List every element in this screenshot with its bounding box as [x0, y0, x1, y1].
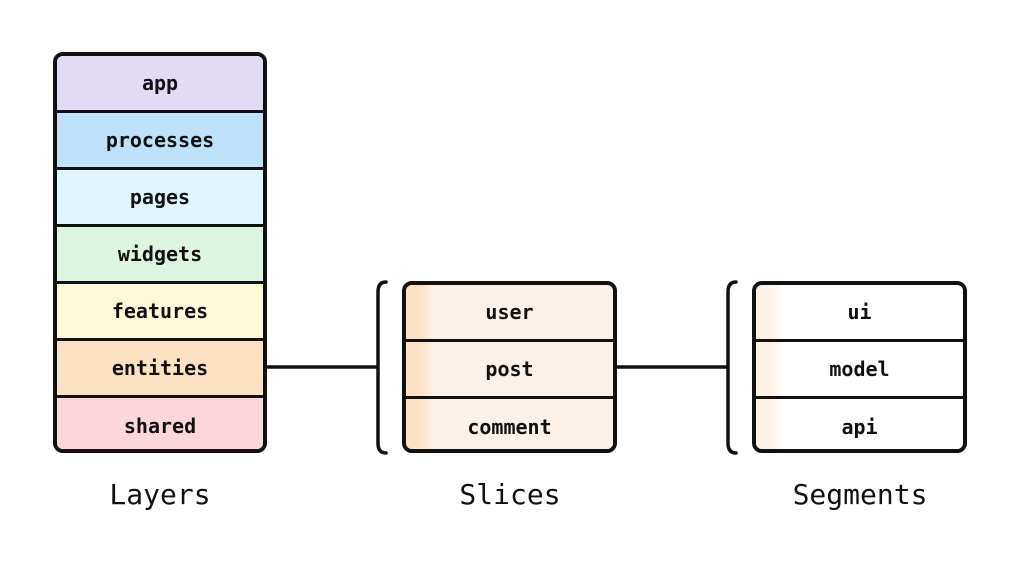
layer-features: features	[57, 284, 263, 341]
layer-pages: pages	[57, 170, 263, 227]
segments-caption: Segments	[792, 478, 928, 511]
layer-label: app	[141, 71, 179, 95]
segment-model: model	[756, 342, 963, 399]
slice-label: post	[485, 357, 534, 381]
segment-api: api	[756, 399, 963, 449]
layers-stack: app processes pages widgets features ent…	[53, 52, 267, 453]
layer-label: features	[111, 299, 209, 323]
segment-label: ui	[847, 300, 872, 324]
slices-stack: user post comment	[402, 281, 617, 453]
slices-caption: Slices	[459, 478, 561, 511]
slice-comment: comment	[406, 399, 613, 449]
slices-bracket	[376, 280, 388, 455]
slice-label: user	[485, 300, 534, 324]
segment-ui: ui	[756, 285, 963, 342]
layer-shared: shared	[57, 398, 263, 449]
segment-label: model	[829, 357, 890, 381]
slice-label: comment	[467, 414, 552, 439]
layer-processes: processes	[57, 113, 263, 170]
slice-post: post	[406, 342, 613, 399]
segment-label: api	[841, 414, 878, 439]
segments-stack: ui model api	[752, 281, 967, 453]
layer-label: processes	[105, 128, 215, 152]
layer-label: entities	[111, 356, 209, 380]
slice-user: user	[406, 285, 613, 342]
layer-label: widgets	[117, 242, 203, 266]
layers-caption: Layers	[109, 478, 211, 511]
segments-bracket	[726, 280, 738, 455]
layer-label: pages	[129, 185, 191, 209]
layer-widgets: widgets	[57, 227, 263, 284]
layer-entities: entities	[57, 341, 263, 398]
layer-label: shared	[123, 414, 197, 438]
layer-app: app	[57, 56, 263, 113]
